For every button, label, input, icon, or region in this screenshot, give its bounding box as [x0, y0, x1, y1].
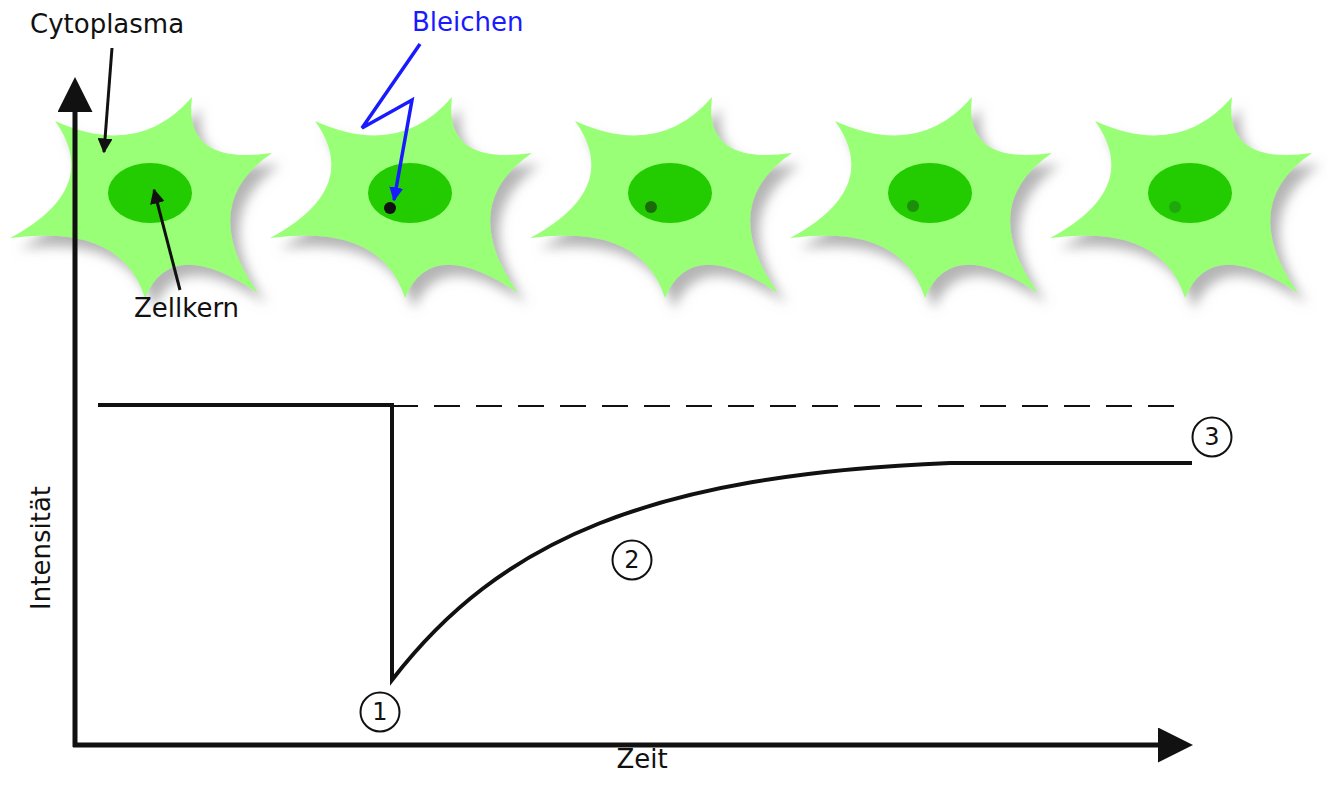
callout-circle-shape — [361, 693, 400, 732]
part-label: Bleichen — [412, 8, 524, 38]
callout-circle: 1 — [359, 691, 401, 733]
part-label: Cytoplasma — [30, 10, 184, 40]
callout-circle-shape — [1193, 418, 1232, 457]
leader-arrow — [154, 190, 180, 290]
axis-label: Zeit — [616, 745, 667, 775]
bleach-bolt — [362, 44, 420, 200]
callout-circle-shape — [613, 541, 652, 580]
leader-arrow — [104, 48, 112, 152]
cell — [10, 97, 272, 298]
part-label: Zellkern — [134, 294, 239, 324]
cell — [270, 97, 532, 298]
callout-circle: 2 — [611, 539, 653, 581]
cell — [790, 97, 1052, 298]
callout-number: 2 — [624, 548, 639, 572]
callout-number: 1 — [372, 700, 387, 724]
cell — [530, 97, 792, 298]
axis-label: Intensität — [27, 486, 57, 610]
callout-number: 3 — [1204, 425, 1219, 449]
y-axis — [73, 84, 78, 747]
callout-circle: 3 — [1191, 416, 1233, 458]
cell — [1050, 97, 1312, 298]
recovery-curve — [98, 405, 1192, 680]
prebleach-level — [392, 405, 1190, 407]
